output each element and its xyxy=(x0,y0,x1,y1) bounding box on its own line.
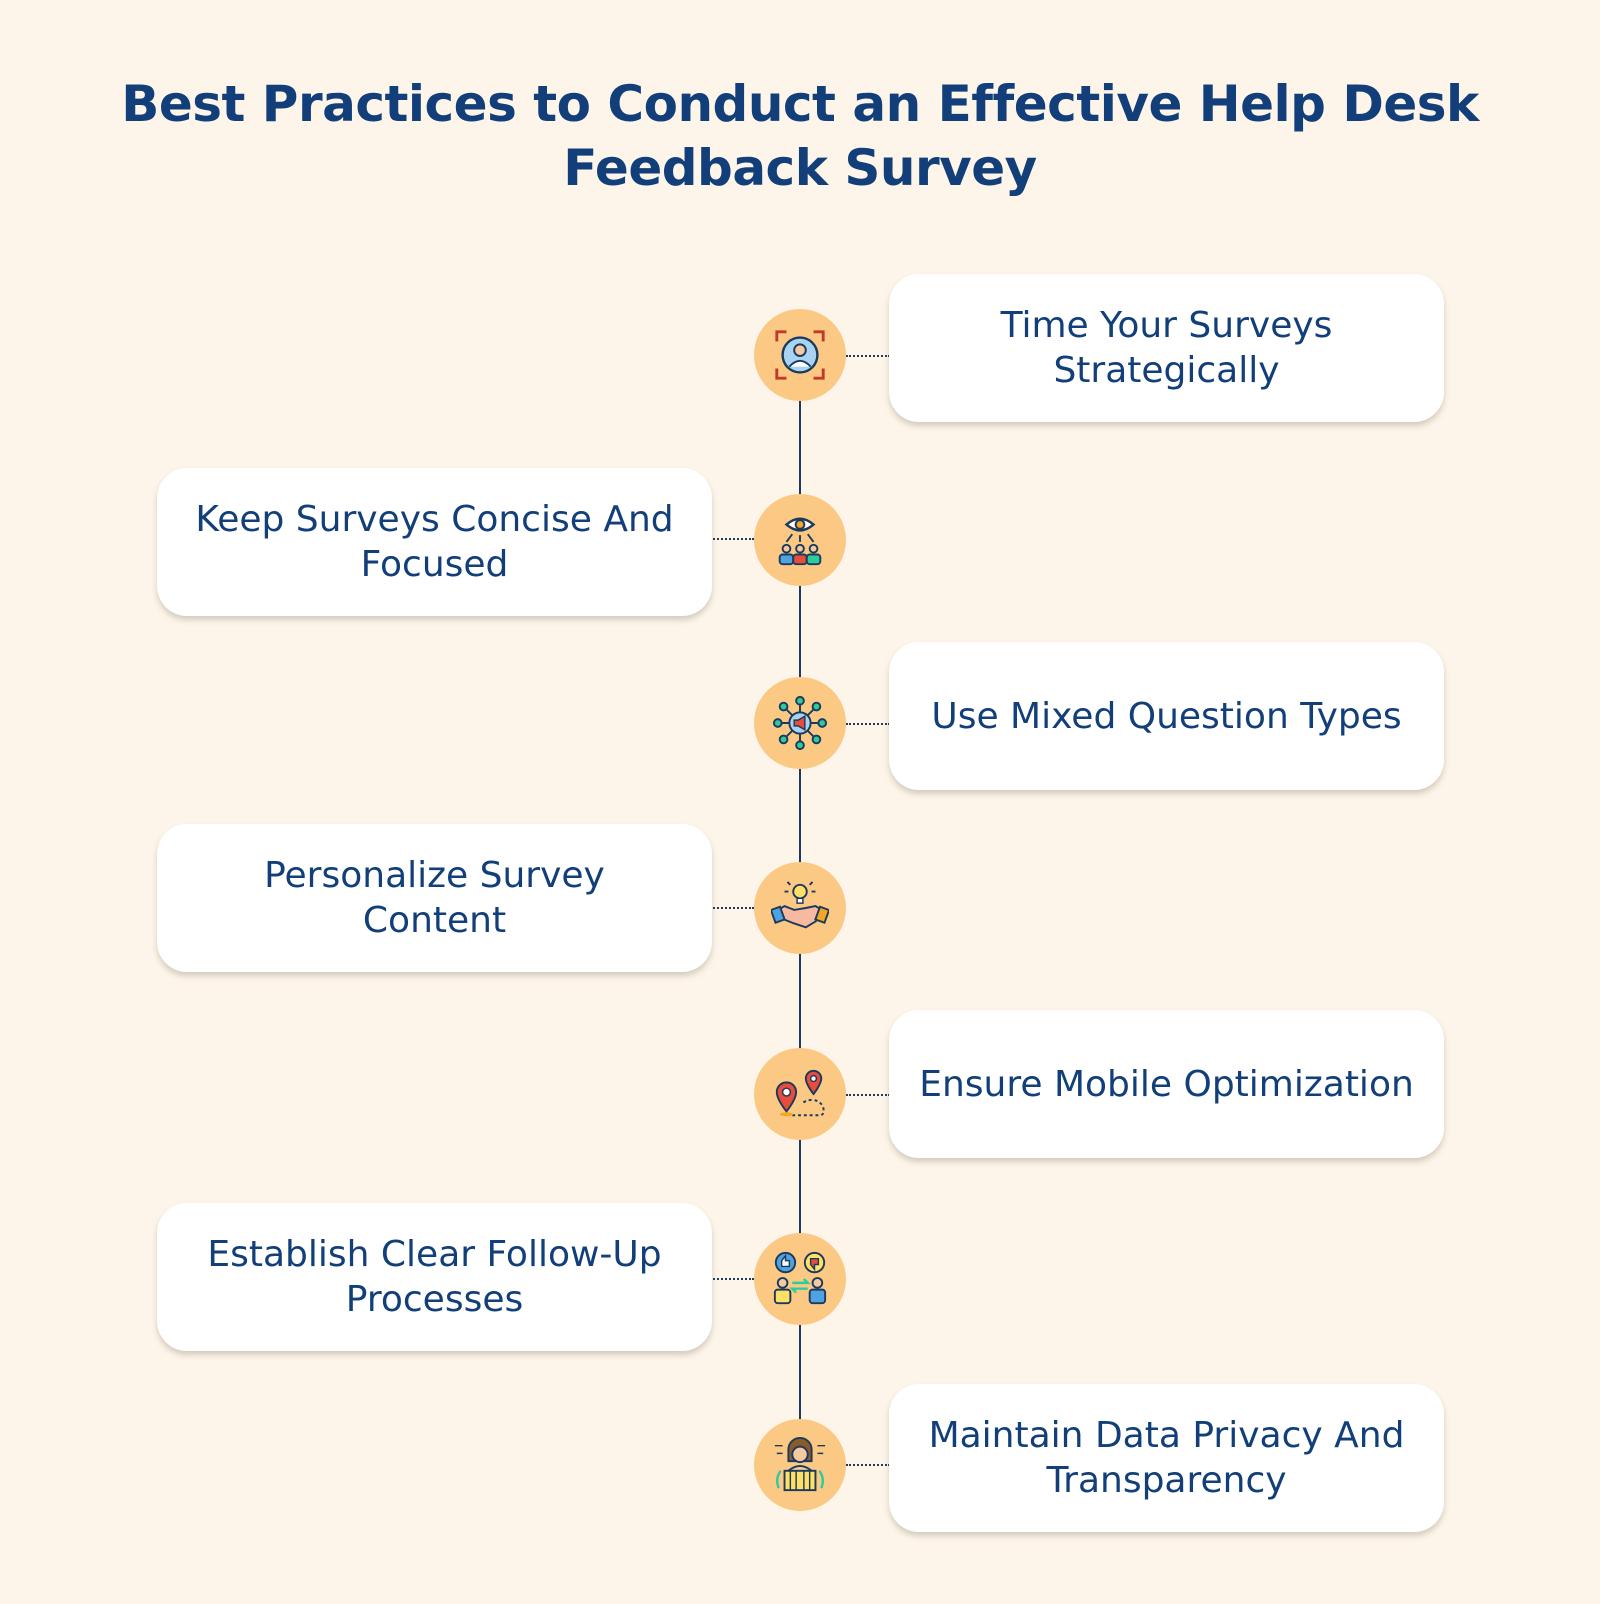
step-card: Ensure Mobile Optimization xyxy=(889,1010,1444,1158)
step-label: Establish Clear Follow-Up Processes xyxy=(207,1234,662,1320)
step-node xyxy=(754,494,846,586)
step-node xyxy=(754,1048,846,1140)
step-label: Personalize Survey Content xyxy=(264,855,605,941)
connector xyxy=(710,907,754,909)
step-label: Time Your Surveys Strategically xyxy=(1000,305,1333,391)
step-label: Keep Surveys Concise And Focused xyxy=(195,499,674,585)
target-person-icon xyxy=(775,330,825,380)
step-label: Maintain Data Privacy And Transparency xyxy=(928,1415,1405,1501)
location-route-icon xyxy=(775,1069,825,1117)
step-label: Use Mixed Question Types xyxy=(931,695,1402,737)
step-card: Keep Surveys Concise And Focused xyxy=(157,468,712,616)
step-card: Personalize Survey Content xyxy=(157,824,712,972)
connector xyxy=(710,538,754,540)
megaphone-network-icon xyxy=(772,695,828,751)
person-podium-icon xyxy=(774,1437,826,1492)
step-node xyxy=(754,677,846,769)
connector xyxy=(846,1464,890,1466)
handshake-idea-icon xyxy=(771,881,829,929)
page-title: Best Practices to Conduct an Effective H… xyxy=(121,75,1479,197)
step-card: Time Your Surveys Strategically xyxy=(889,274,1444,422)
step-node xyxy=(754,1233,846,1325)
eye-group-icon xyxy=(778,517,822,566)
connector xyxy=(846,1094,890,1096)
connector xyxy=(846,355,890,357)
connector xyxy=(710,1278,754,1280)
step-node xyxy=(754,1419,846,1511)
step-card: Establish Clear Follow-Up Processes xyxy=(157,1203,712,1351)
step-card: Maintain Data Privacy And Transparency xyxy=(889,1384,1444,1532)
step-card: Use Mixed Question Types xyxy=(889,642,1444,790)
step-node xyxy=(754,309,846,401)
step-node xyxy=(754,862,846,954)
feedback-exchange-icon xyxy=(773,1251,827,1305)
step-label: Ensure Mobile Optimization xyxy=(919,1063,1414,1105)
connector xyxy=(846,723,890,725)
